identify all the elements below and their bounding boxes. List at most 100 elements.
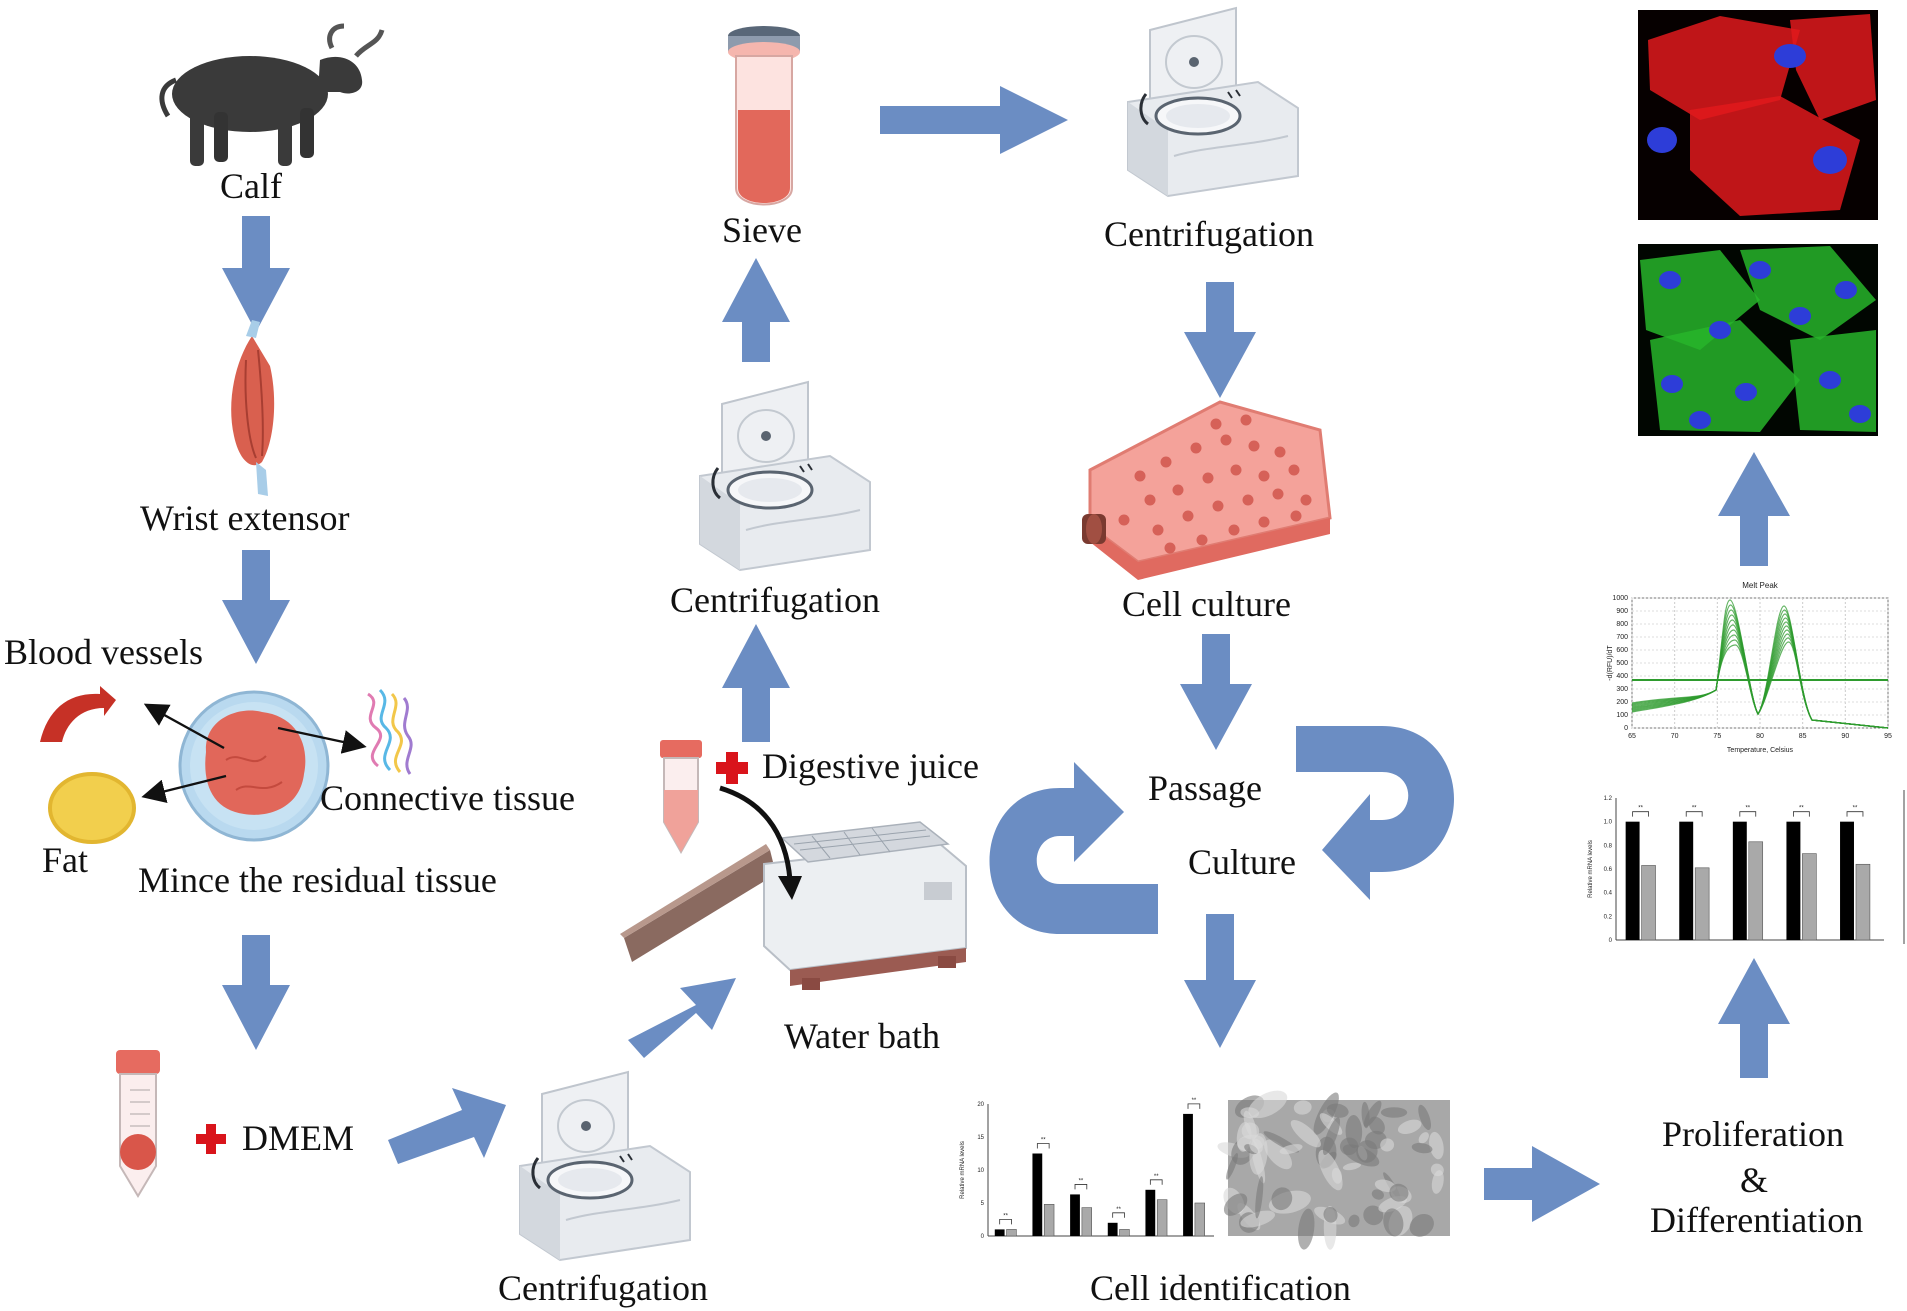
expr-bar-gray [1855,863,1871,941]
label-centrifugation-1: Centrifugation [498,1268,708,1308]
flask-cell-dot [1202,472,1214,484]
expr-significance-bracket [1846,811,1864,817]
label-fat: Fat [42,840,89,880]
flow-arrow-flask-to-passage [1180,634,1252,750]
flask-cell-dot [1220,434,1232,446]
centrifuge-2 [698,380,872,572]
flask-cell-dot [1272,488,1284,500]
ident-significance-bracket [999,1219,1012,1225]
flask-cell-dot [1300,494,1312,506]
micro-cell [1356,1140,1378,1163]
micro-cell [1345,1115,1363,1149]
flask-cell-dot [1290,510,1302,522]
flask-cell-dot [1160,456,1172,468]
fat-icon [48,772,136,844]
flow-arrow-melt-to-images [1718,452,1790,566]
muscle-illustration [231,320,275,496]
micro-cell [1226,1153,1238,1180]
plus-icon-digestive [716,752,748,784]
melt-xtick: 70 [1671,733,1679,740]
microscope-image [1217,1090,1450,1250]
flask-cell-dot [1164,542,1176,554]
label-mince: Mince the residual tissue [138,860,497,900]
ident-bar-black [1107,1222,1118,1236]
expr-ytick: 0.2 [1604,914,1613,920]
micro-cell [1293,1100,1312,1115]
flask-cell-dot [1242,494,1254,506]
flask-cell-dot [1172,484,1184,496]
micro-cell [1411,1142,1433,1154]
ident-ytick: 0 [981,1234,985,1240]
ident-bar-gray [1043,1204,1055,1237]
micro-cell [1383,1208,1404,1237]
micro-cell [1255,1176,1264,1219]
flask-cell-dot [1212,500,1224,512]
melt-xtick: 95 [1884,733,1892,740]
melt-xtick: 65 [1628,733,1636,740]
label-water-bath: Water bath [784,1016,941,1056]
flask-cell-dot [1230,464,1242,476]
ident-ytick: 5 [981,1201,985,1207]
flask-cell-dot [1228,524,1240,536]
label-centrifugation-2: Centrifugation [670,580,880,620]
green-cell-nucleus [1789,307,1811,325]
sieve-tube-illustration [728,26,800,206]
label-cell-culture: Cell culture [1122,584,1291,624]
ident-ytick: 15 [977,1135,984,1141]
melt-ytick: 300 [1616,686,1628,693]
label-differentiation: Differentiation [1650,1200,1864,1240]
centrifuge-1 [518,1070,692,1262]
expr-significance-label: ** [1853,806,1858,812]
ident-bar-black [1032,1153,1043,1236]
green-cell-nucleus [1749,261,1771,279]
micro-cell [1363,1205,1384,1226]
cycle-arrows [989,726,1454,934]
micro-cell [1361,1101,1370,1129]
micro-cell [1290,1119,1321,1148]
green-cell-nucleus [1819,371,1841,389]
flow-arrow-sieve-to-centrifuge [880,86,1068,154]
flask-cell-dot [1152,524,1164,536]
ident-ytick: 20 [977,1102,984,1108]
green-cell-nucleus [1659,271,1681,289]
ident-bar-black [994,1229,1005,1236]
label-proliferation: Proliferation [1662,1114,1844,1154]
micro-cell [1313,1092,1339,1135]
expr-bar-black [1786,821,1801,940]
micro-cell [1279,1144,1303,1155]
micro-cell [1322,1117,1341,1156]
expr-ytick: 0.8 [1604,843,1613,849]
flow-arrow-mince-to-tube [222,935,290,1050]
flask-cell-dot [1196,534,1208,546]
green-cell-nucleus [1835,281,1857,299]
flask-cell-dot [1118,514,1130,526]
ident-significance-label: ** [1003,1213,1008,1219]
micro-cell [1429,1131,1444,1160]
expr-ytick: 1.2 [1604,796,1613,802]
ident-bar-gray [1194,1202,1205,1237]
expr-significance-label: ** [1799,806,1804,812]
red-cell [1790,14,1876,120]
flask-cell-dot [1258,516,1270,528]
melt-ytick: 600 [1616,647,1628,654]
label-culture: Culture [1188,842,1296,882]
ident-significance-bracket [1187,1103,1201,1109]
melt-xtick: 80 [1756,733,1764,740]
melt-ytick: 700 [1616,634,1628,641]
melt-xlabel: Temperature, Celsius [1727,747,1794,754]
label-passage: Passage [1148,768,1262,808]
melt-xtick: 85 [1799,733,1807,740]
flow-arrow-proliferation-to-qpcr [1718,958,1790,1078]
fluorescence-image-green [1638,244,1878,436]
flask-cell-dot [1182,510,1194,522]
micro-cell [1389,1183,1409,1202]
melt-ytick: 200 [1616,699,1628,706]
dmem-tube-illustration [116,1050,160,1198]
expr-significance-bracket [1739,811,1757,817]
micro-cell [1397,1119,1422,1135]
ident-significance-bracket [1112,1212,1125,1218]
red-cell [1648,16,1800,120]
red-cell-nucleus [1647,127,1677,153]
green-cell-nucleus [1689,411,1711,429]
